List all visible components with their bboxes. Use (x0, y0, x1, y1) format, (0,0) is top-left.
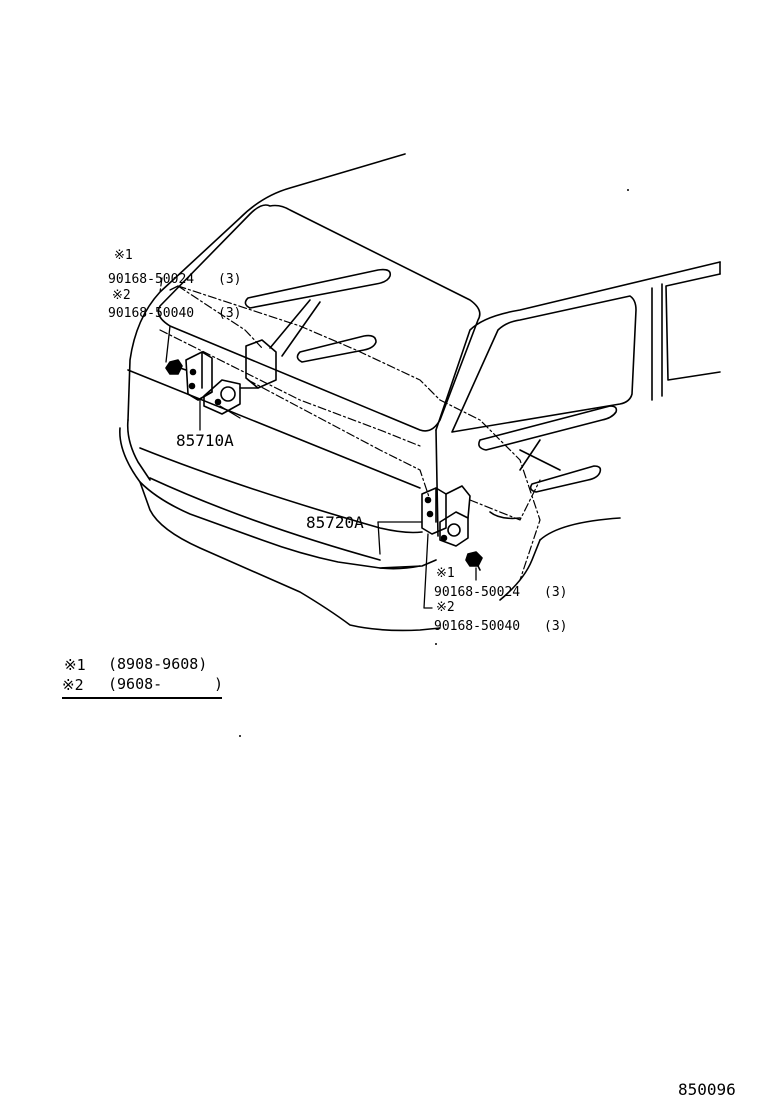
top-callout-mark-1: ※1 (114, 248, 133, 263)
bottom-callout-part-2: 90168-50040 (434, 619, 521, 634)
bottom-callout-qty-1: (3) (544, 585, 568, 600)
legend-range-1: (8908-9608) (108, 655, 208, 673)
top-callout-qty-2: (3) (218, 306, 242, 321)
leader-lines (165, 285, 477, 609)
right-hinge-part-number: 85720A (306, 513, 364, 532)
vehicle-body-outline (119, 153, 721, 632)
right-bolt (465, 551, 483, 571)
left-hinge-part-number: 85710A (176, 431, 234, 450)
figure-number: 850096 (678, 1080, 736, 1099)
top-callout-mark-2: ※2 (112, 288, 131, 303)
right-hinge-85720a (421, 485, 471, 547)
phantom-lines (159, 277, 541, 581)
legend-mark-2: ※2 (62, 676, 84, 694)
top-callout-qty-1: (3) (218, 272, 242, 287)
top-callout-part-1: 90168-50024 (108, 272, 195, 287)
top-callout-part-2: 90168-50040 (108, 306, 195, 321)
legend-mark-1: ※1 (64, 656, 86, 674)
left-bolt (165, 359, 187, 375)
legend-underline (62, 697, 222, 699)
legend-range-2: (9608- (108, 675, 163, 693)
left-hinge-85710a (185, 339, 277, 415)
bottom-callout-mark-2: ※2 (436, 600, 455, 615)
bottom-callout-mark-1: ※1 (436, 566, 455, 581)
legend-range-2-close: ) (214, 675, 224, 693)
bottom-callout-part-1: 90168-50024 (434, 585, 521, 600)
specks (239, 189, 629, 737)
bottom-callout-qty-2: (3) (544, 619, 568, 634)
